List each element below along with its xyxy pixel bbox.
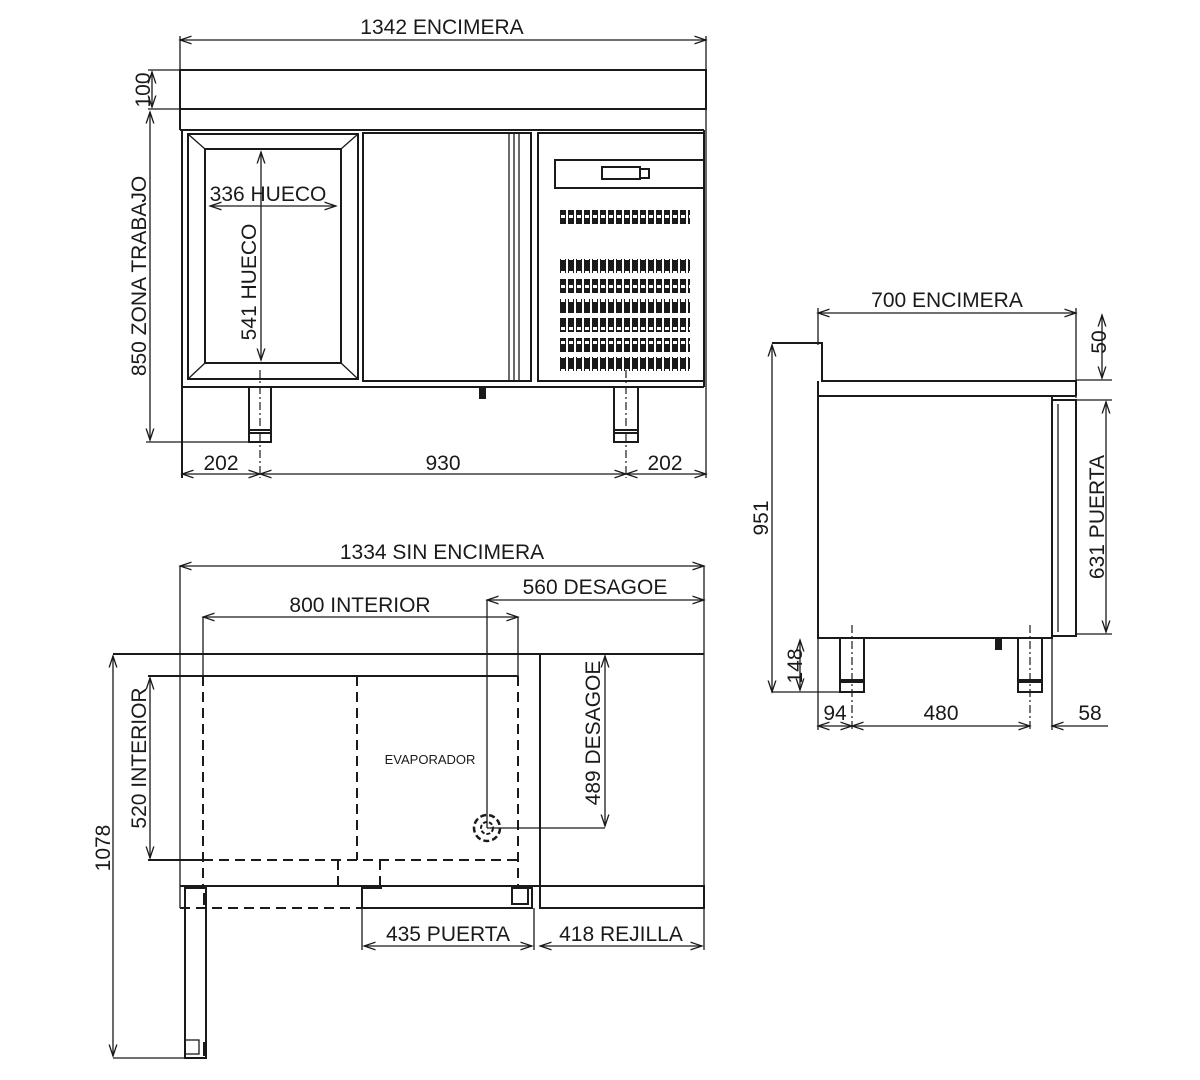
worktop-profile <box>772 342 1077 396</box>
dim-leg-height: 148 <box>784 648 807 683</box>
solid-door <box>362 132 532 399</box>
evaporator-label: EVAPORADOR <box>385 752 476 767</box>
plan-view: 1334 SIN ENCIMERA 560 DESAGOE 800 INTERI… <box>92 541 705 1059</box>
dim-leg-offset-right: 202 <box>647 452 682 475</box>
dim-worktop-thickness: 100 <box>132 72 155 107</box>
dim-door-height: 631 PUERTA <box>1086 455 1109 579</box>
dim-grille-width: 418 REJILLA <box>559 923 683 946</box>
dim-total-height: 951 <box>750 500 773 535</box>
dim-side-worktop-thickness: 50 <box>1088 330 1111 353</box>
front-view: 1342 ENCIMERA 336 HUECO 541 HUECO <box>128 16 706 478</box>
open-door-plan <box>184 887 207 1059</box>
glass-door <box>187 133 359 380</box>
dim-leg-offset-left: 202 <box>203 452 238 475</box>
interior-outline <box>180 676 519 909</box>
dim-width-no-worktop: 1334 SIN ENCIMERA <box>340 541 544 564</box>
dim-work-height: 850 ZONA TRABAJO <box>128 176 151 376</box>
machine-panel <box>537 132 705 382</box>
dim-total-depth-open: 1078 <box>92 825 115 872</box>
side-view: 700 ENCIMERA 50 631 PUERTA 951 14 <box>750 289 1112 730</box>
worktop <box>179 69 707 110</box>
dim-worktop-width: 1342 ENCIMERA <box>360 16 523 39</box>
dim-leg-spacing: 930 <box>425 452 460 475</box>
dim-drain-x: 560 DESAGOE <box>523 576 668 599</box>
vent-grille <box>560 210 690 224</box>
dim-worktop-depth: 700 ENCIMERA <box>871 289 1023 312</box>
grille-plan <box>539 885 705 909</box>
cabinet-side <box>817 395 1053 639</box>
side-leg-back <box>1017 625 1043 730</box>
drain-icon <box>472 813 502 843</box>
lock-icon <box>479 387 486 399</box>
dim-interior-depth: 520 INTERIOR <box>128 687 151 828</box>
dim-opening-height: 541 HUECO <box>238 224 261 341</box>
dim-leg-offset-front: 94 <box>823 702 847 725</box>
dim-door-depth: 58 <box>1078 702 1101 725</box>
dim-door-width: 435 PUERTA <box>386 923 510 946</box>
door-plan <box>361 885 533 909</box>
dim-opening-width: 336 HUECO <box>210 183 327 206</box>
dim-drain-y: 489 DESAGOE <box>582 661 605 806</box>
door-side <box>1051 399 1077 637</box>
leg-left <box>248 370 272 478</box>
thermostat-display <box>601 166 641 180</box>
leg-right <box>613 370 639 478</box>
dim-interior-width: 800 INTERIOR <box>289 594 430 617</box>
dim-side-leg-spacing: 480 <box>923 702 958 725</box>
side-leg-front <box>839 625 865 730</box>
